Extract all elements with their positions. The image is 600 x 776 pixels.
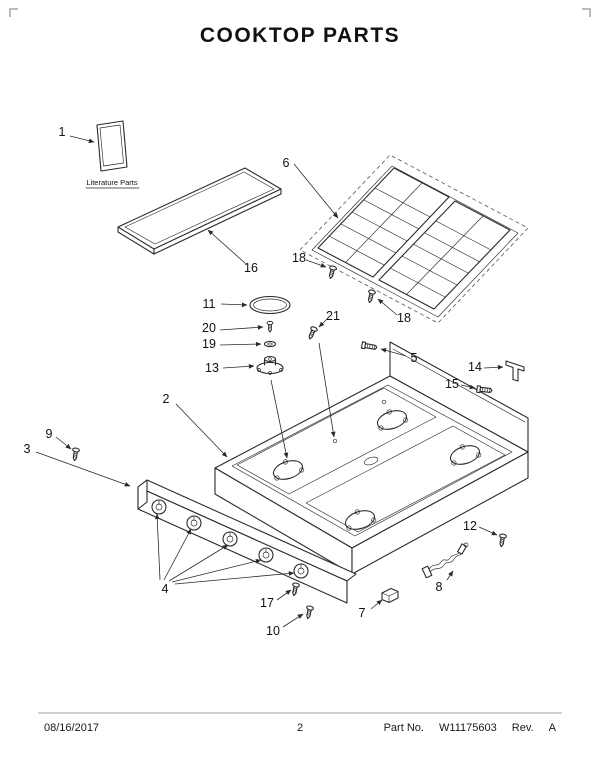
footer-page-number: 2 [296, 722, 304, 734]
screw-21 [305, 325, 319, 341]
callout-18: 18 [292, 251, 306, 265]
callout-14: 14 [468, 360, 482, 374]
grate-assembly [299, 154, 529, 324]
leader-17 [276, 589, 292, 601]
leader-4d [171, 558, 262, 583]
clip-7 [381, 587, 399, 604]
leader-21 [318, 317, 329, 328]
leader-18b [377, 298, 398, 316]
burner-opening [272, 459, 305, 481]
bolt-5 [360, 341, 378, 352]
page-title: COOKTOP PARTS [199, 24, 401, 47]
callout-4: 4 [162, 582, 169, 596]
leader-1 [69, 135, 95, 144]
leader-4c [168, 544, 229, 582]
leader-3 [35, 451, 131, 487]
burner-ring-19 [263, 340, 277, 348]
rev-label: Rev. [511, 722, 534, 734]
knob [258, 547, 274, 563]
leader-4b [163, 528, 192, 581]
callout-19: 19 [202, 337, 216, 351]
callout-21: 21 [326, 309, 340, 323]
rev-value: A [548, 722, 556, 734]
screw-17 [289, 581, 301, 597]
callout-6: 6 [283, 156, 290, 170]
grate-left [317, 167, 450, 278]
bracket-14 [505, 360, 525, 382]
callout-16: 16 [244, 261, 258, 275]
igniter-harness [421, 542, 469, 579]
leader-16 [207, 229, 247, 265]
screw-hole [332, 438, 338, 444]
burner-opening [449, 444, 482, 466]
leader-lines [35, 135, 504, 628]
callout-15: 15 [445, 377, 459, 391]
burner-cap-ring [249, 295, 291, 315]
leader-2 [175, 403, 228, 458]
grate-screw-18a [326, 264, 338, 280]
callout-10: 10 [266, 624, 280, 638]
leader-10 [282, 613, 304, 628]
leader-5 [380, 348, 407, 357]
leader-20 [219, 324, 264, 331]
literature-part: Literature Parts [85, 120, 140, 189]
callout-7: 7 [359, 606, 366, 620]
burner-opening [344, 509, 377, 531]
screw-10 [303, 604, 315, 620]
part-number: W11175603 [439, 722, 497, 734]
leader-4e [174, 571, 295, 585]
cover-panel [117, 167, 282, 255]
knob [186, 515, 202, 531]
callout-17: 17 [260, 596, 274, 610]
burner-screw-20 [266, 320, 274, 333]
burner-opening [376, 409, 409, 431]
leader-6 [293, 163, 339, 219]
footer-part-info: Part No. W11175603 Rev. A [303, 722, 556, 734]
leader-9 [55, 436, 72, 450]
knob [151, 499, 167, 515]
leader-14 [483, 364, 504, 370]
callout-2: 2 [163, 392, 170, 406]
callout-20: 20 [202, 321, 216, 335]
part-no-label: Part No. [383, 722, 424, 734]
footer-date: 08/16/2017 [44, 722, 100, 734]
callout-18: 18 [397, 311, 411, 325]
callout-9: 9 [46, 427, 53, 441]
grate-right [378, 200, 511, 310]
knob [293, 563, 309, 579]
callout-5: 5 [411, 351, 418, 365]
burner-base-13 [256, 355, 284, 375]
center-oval [363, 456, 379, 466]
arrow-screw-to-cooktop [318, 342, 336, 438]
literature-parts-label: Literature Parts [86, 178, 138, 187]
bolt-15 [476, 385, 493, 395]
callout-8: 8 [436, 580, 443, 594]
crop-marks [9, 8, 591, 17]
leader-18a [305, 259, 327, 268]
callout-11: 11 [203, 297, 216, 311]
leader-11 [220, 302, 248, 308]
leader-13 [222, 363, 255, 369]
grate-screw-18b [365, 288, 377, 304]
leader-8 [446, 570, 454, 581]
screw-12 [497, 532, 508, 548]
callout-13: 13 [205, 361, 219, 375]
arrow-burner-to-cooktop [270, 379, 289, 459]
leader-4a [154, 513, 161, 581]
page-footer: 08/16/2017 2 Part No. W11175603 Rev. A [44, 722, 556, 734]
knob [222, 531, 238, 547]
cooktop-main-top [214, 341, 529, 575]
screw-hole [381, 399, 387, 405]
burner-stack [249, 295, 319, 375]
screw-9 [70, 447, 81, 462]
leader-12 [478, 526, 498, 536]
leader-15 [460, 384, 476, 390]
leader-7 [370, 599, 383, 610]
leader-19 [219, 341, 262, 347]
callout-1: 1 [59, 125, 66, 139]
callout-12: 12 [463, 519, 477, 533]
callout-3: 3 [24, 442, 31, 456]
